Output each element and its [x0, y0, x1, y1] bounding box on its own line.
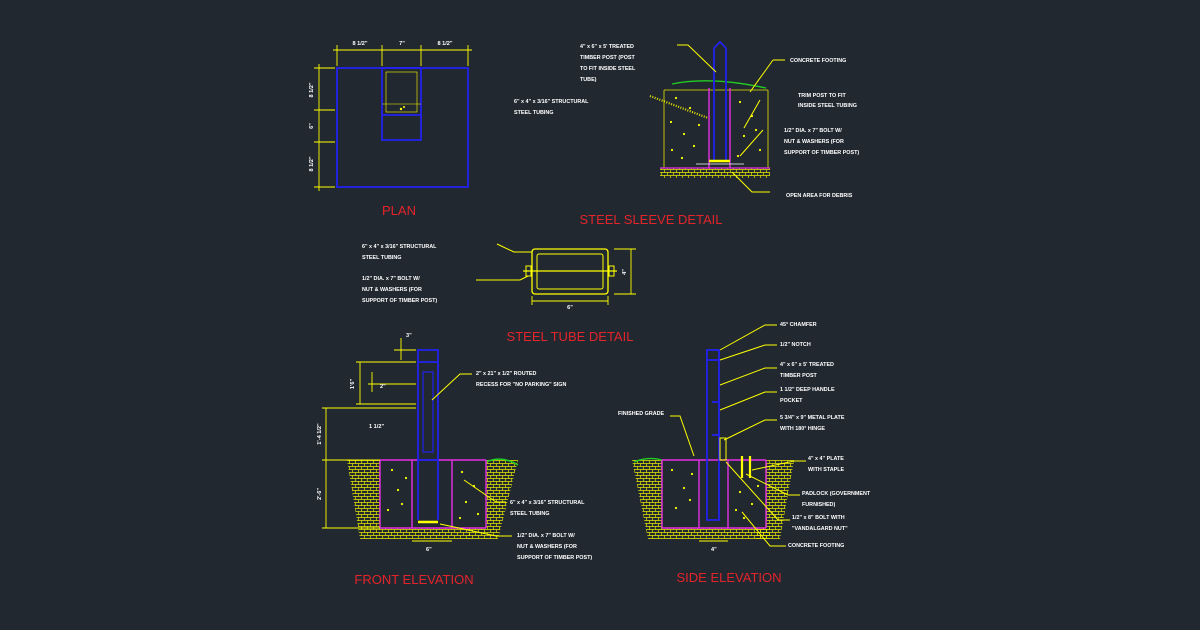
sleeve-title: STEEL SLEEVE DETAIL	[579, 212, 722, 227]
side-concrete-dots	[670, 468, 760, 520]
tube-title: STEEL TUBE DETAIL	[507, 329, 634, 344]
sleeve-post-note: 4" x 6" x 5' TREATED TIMBER POST (POST T…	[580, 44, 637, 83]
front-recess-note: 2" x 21" x 1/2" ROUTED RECESS FOR "NO PA…	[476, 371, 566, 388]
front-timber-post	[417, 349, 439, 461]
plan-dim-side-top: 8 1/2"	[309, 82, 315, 97]
side-post-note: 4" x 6" x 5' TREATED TIMBER POST	[780, 362, 835, 379]
plan-dim-side-bottom: 8 1/2"	[309, 156, 315, 171]
sleeve-tubing-note: 6" x 4" x 3/16" STRUCTURAL STEEL TUBING	[514, 99, 590, 116]
side-timber-post	[706, 349, 720, 521]
side-grade-note: FINISHED GRADE	[618, 411, 665, 417]
sleeve-debris-note: OPEN AREA FOR DEBRIS	[786, 193, 853, 199]
front-dim-a: 1'6"	[350, 379, 356, 390]
plan-dim-right-top: 8 1/2"	[437, 41, 452, 47]
side-title: SIDE ELEVATION	[677, 570, 782, 585]
front-tubing-note: 6" x 4" x 3/16" STRUCTURAL STEEL TUBING	[510, 500, 586, 517]
side-dim-bottom: 4"	[711, 547, 717, 553]
side-elevation: 4" 45° CHAMFER 1/2" NOTCH 4" x 6" x 5' T…	[618, 322, 872, 585]
sleeve-bolt-note: 1/2" DIA. x 7" BOLT W/ NUT & WASHERS (FO…	[784, 128, 859, 156]
side-handle-note: 1 1/2" DEEP HANDLE POCKET	[780, 387, 836, 404]
side-staple-note: 4" x 4" PLATE WITH STAPLE	[808, 456, 845, 473]
steel-tube-detail: 6" 4" 6" x 4" x 3/16" STRUCTURAL STEEL T…	[362, 243, 636, 344]
front-dim-e: 2'-6"	[317, 488, 323, 500]
tube-dim-height: 4"	[622, 269, 628, 275]
front-dim-c: 1 1/2"	[369, 424, 384, 430]
steel-sleeve-detail: 4" x 6" x 5' TREATED TIMBER POST (POST T…	[514, 40, 859, 227]
front-dim-b: 2"	[380, 384, 386, 390]
sleeve-trim-note: TRIM POST TO FIT INSIDE STEEL TUBING	[798, 93, 857, 109]
plan-dim-side-mid: 6"	[309, 123, 315, 129]
front-dim-d: 1'-4 1/2"	[317, 423, 323, 445]
front-title: FRONT ELEVATION	[354, 572, 473, 587]
front-concrete-dots	[386, 468, 480, 520]
front-elevation: 3" 1'6" 2" 1 1/2" 1'-4 1/2" 2'-6" 6" 2" …	[317, 333, 592, 587]
side-chamfer-note: 45° CHAMFER	[780, 322, 817, 328]
plan-view: 8 1/2" 7" 8 1/2" 8 1/2" 6" 8 1/2" PLAN	[309, 41, 472, 218]
side-notch-note: 1/2" NOTCH	[780, 342, 811, 348]
sleeve-footing-note: CONCRETE FOOTING	[790, 58, 846, 64]
sleeve-concrete-dots	[669, 96, 762, 160]
side-plate-note: 5 3/4" x 9" METAL PLATE WITH 180° HINGE	[780, 415, 846, 432]
plan-dim-left-top: 8 1/2"	[352, 41, 367, 47]
plan-dim-center-top: 7"	[399, 41, 405, 47]
front-dim-bottom: 6"	[426, 547, 432, 553]
tube-dim-width: 6"	[567, 305, 573, 311]
plan-title: PLAN	[382, 203, 416, 218]
front-dim-top: 3"	[406, 333, 412, 339]
side-padlock-note: PADLOCK (GOVERNMENT FURNISHED)	[802, 491, 872, 508]
side-bolt-note: 1/2" x 8" BOLT WITH "VANDALGARD NUT"	[792, 515, 848, 532]
plan-footing-outline	[336, 67, 469, 188]
front-bolt-note: 1/2" DIA. x 7" BOLT W/ NUT & WASHERS (FO…	[517, 533, 592, 561]
side-footing-note: CONCRETE FOOTING	[788, 543, 844, 549]
tube-tubing-note: 6" x 4" x 3/16" STRUCTURAL STEEL TUBING	[362, 244, 438, 261]
tube-bolt-note: 1/2" DIA. x 7" BOLT W/ NUT & WASHERS (FO…	[362, 276, 437, 304]
